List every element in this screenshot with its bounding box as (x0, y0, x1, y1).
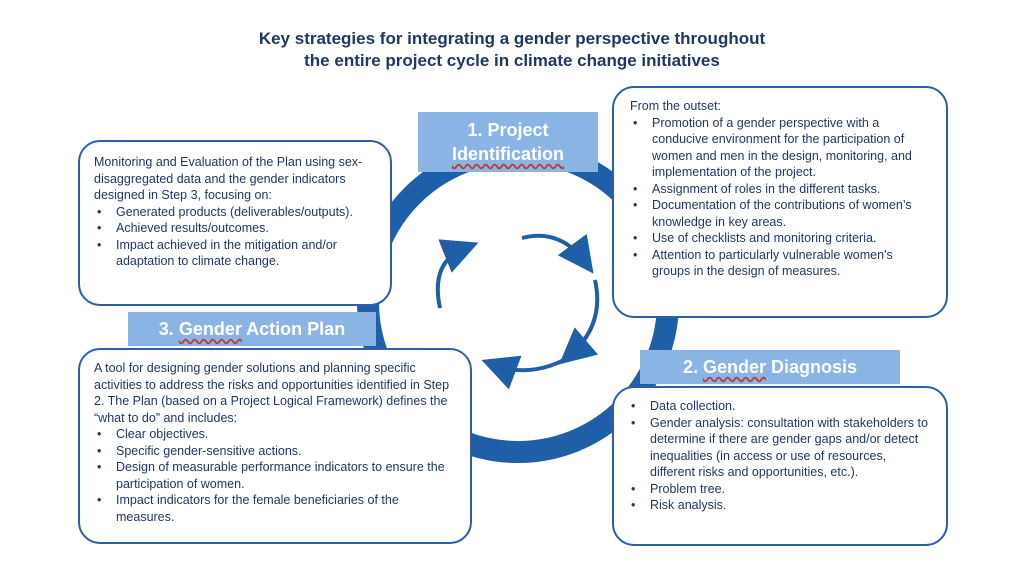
action-plan-list: Clear objectives. Specific gender-sensit… (94, 426, 456, 525)
list-item: Achieved results/outcomes. (94, 220, 376, 237)
monitoring-list: Generated products (deliverables/outputs… (94, 204, 376, 270)
list-item: Risk analysis. (628, 497, 932, 514)
step-3-label-word: Gender (178, 319, 242, 339)
step-3-label-prefix: 3. (158, 319, 179, 339)
diagnosis-list: Data collection. Gender analysis: consul… (628, 398, 932, 514)
action-plan-box: A tool for designing gender solutions an… (78, 348, 472, 544)
step-1-label-line-2: Identification (452, 144, 564, 164)
list-item: Generated products (deliverables/outputs… (94, 204, 376, 221)
cycle-arrow-bottom (481, 350, 580, 390)
step-3-label: 3. Gender Action Plan (128, 312, 376, 346)
list-item: Documentation of the contributions of wo… (630, 197, 930, 230)
identification-list: Promotion of a gender perspective with a… (630, 115, 930, 280)
list-item: Use of checklists and monitoring criteri… (630, 230, 930, 247)
step-2-label-suffix: Diagnosis (766, 357, 858, 377)
list-item: Specific gender-sensitive actions. (94, 443, 456, 460)
cycle-arrow-top (521, 233, 594, 274)
diagnosis-box: Data collection. Gender analysis: consul… (612, 386, 948, 546)
cycle-arrow-right (559, 279, 600, 365)
step-2-label-word: Gender (702, 357, 766, 377)
step-2-label-prefix: 2. (682, 357, 703, 377)
list-item: Promotion of a gender perspective with a… (630, 115, 930, 181)
step-2-label: 2. Gender Diagnosis (640, 350, 900, 384)
title-line-2: the entire project cycle in climate chan… (304, 51, 720, 70)
list-item: Assignment of roles in the different tas… (630, 181, 930, 198)
identification-intro: From the outset: (630, 99, 722, 113)
monitoring-box: Monitoring and Evaluation of the Plan us… (78, 140, 392, 306)
cycle-arrow-left (435, 239, 479, 309)
title-line-1: Key strategies for integrating a gender … (258, 29, 766, 48)
list-item: Impact indicators for the female benefic… (94, 492, 456, 525)
step-3-label-suffix: Action Plan (241, 319, 346, 339)
list-item: Problem tree. (628, 481, 932, 498)
list-item: Data collection. (628, 398, 932, 415)
step-1-label: 1. Project Identification (418, 112, 598, 172)
list-item: Impact achieved in the mitigation and/or… (94, 237, 376, 270)
action-plan-intro: A tool for designing gender solutions an… (94, 361, 450, 425)
list-item: Clear objectives. (94, 426, 456, 443)
step-1-label-line-1: 1. Project (467, 120, 549, 140)
monitoring-intro: Monitoring and Evaluation of the Plan us… (94, 155, 363, 202)
list-item: Design of measurable performance indicat… (94, 459, 456, 492)
list-item: Attention to particularly vulnerable wom… (630, 247, 930, 280)
list-item: Gender analysis: consultation with stake… (628, 415, 932, 481)
identification-box: From the outset: Promotion of a gender p… (612, 86, 948, 318)
diagram-title: Key strategies for integrating a gender … (150, 28, 874, 72)
